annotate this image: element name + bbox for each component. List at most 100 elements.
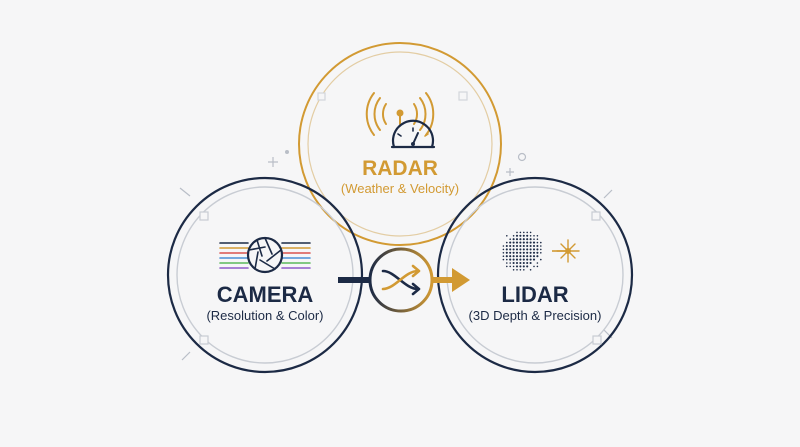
point-cloud-dot <box>526 231 528 234</box>
point-cloud-dot <box>515 234 519 237</box>
point-cloud-dot <box>522 258 525 261</box>
point-cloud-dot <box>502 255 505 257</box>
point-cloud-dot <box>509 248 512 251</box>
point-cloud-dot <box>522 261 525 265</box>
point-cloud-dot <box>512 248 515 251</box>
point-cloud-dot <box>502 245 505 247</box>
point-cloud-dot <box>512 261 515 265</box>
point-cloud-dot <box>515 241 519 244</box>
point-cloud-dot <box>502 248 505 251</box>
point-cloud-dot <box>532 251 536 254</box>
point-cloud-dot <box>519 269 522 271</box>
point-cloud-dot <box>526 258 529 261</box>
lidar-subtitle: (3D Depth & Precision) <box>469 308 602 323</box>
point-cloud-dot <box>519 238 522 241</box>
point-cloud-dot <box>536 262 539 264</box>
point-cloud-dot <box>526 241 529 244</box>
shuffle-fusion-icon <box>381 264 421 296</box>
point-cloud-dot <box>526 251 529 254</box>
point-cloud-dot <box>529 238 532 241</box>
point-cloud-dot <box>526 265 529 268</box>
point-cloud-dot <box>532 244 536 248</box>
camera-node <box>166 176 364 374</box>
point-cloud-dot <box>529 251 532 254</box>
point-cloud-dot <box>509 251 512 254</box>
point-cloud-dot <box>512 269 515 271</box>
point-cloud-dot <box>522 265 525 268</box>
radar-speedometer-icon <box>365 92 436 149</box>
point-cloud-dot <box>532 248 536 251</box>
point-cloud-dot <box>509 262 512 264</box>
point-cloud-dot <box>519 255 522 258</box>
point-cloud-dot <box>506 265 508 268</box>
point-cloud-dot <box>522 255 525 258</box>
point-cloud-dot <box>526 238 529 241</box>
point-cloud-dot <box>512 265 515 268</box>
point-cloud-dot <box>536 238 539 240</box>
radar-subtitle: (Weather & Velocity) <box>341 181 459 196</box>
camera-title: CAMERA <box>217 282 314 307</box>
output-arrow-icon <box>452 268 470 292</box>
camera-ring-outer <box>166 176 364 374</box>
point-cloud-dot <box>519 258 522 261</box>
camera-subtitle: (Resolution & Color) <box>206 308 323 323</box>
point-cloud-dot <box>526 261 529 265</box>
point-cloud-dot <box>512 244 515 248</box>
point-cloud-dot <box>506 262 508 264</box>
point-cloud-dot <box>529 258 532 261</box>
point-cloud-dot <box>515 238 519 241</box>
point-cloud-dot <box>506 241 508 244</box>
point-cloud-dot <box>526 255 529 258</box>
lidar-ring-node <box>592 335 602 345</box>
point-cloud-dot <box>512 235 515 237</box>
point-cloud-dot <box>522 234 525 237</box>
point-cloud-dot <box>522 248 525 251</box>
point-cloud-dot <box>509 241 512 244</box>
point-cloud-dot <box>509 238 512 240</box>
camera-ring-inner <box>176 186 354 364</box>
point-cloud-dot <box>529 244 532 248</box>
point-cloud-dot <box>502 258 505 261</box>
point-cloud-dot <box>512 238 515 241</box>
point-cloud-dot <box>523 231 525 234</box>
point-cloud-dot <box>505 255 508 258</box>
point-cloud-dot <box>515 248 519 251</box>
camera-ring-node <box>199 335 209 345</box>
radar-ring-inner <box>307 51 493 237</box>
point-cloud-dot <box>506 258 508 261</box>
point-cloud-dot <box>529 261 532 265</box>
camera-ring-node <box>199 211 209 221</box>
point-cloud-dot <box>515 258 519 261</box>
point-cloud-dot <box>512 258 515 261</box>
point-cloud-dot <box>519 261 522 265</box>
radar-title: RADAR <box>362 157 438 180</box>
point-cloud-dot <box>529 255 532 258</box>
point-cloud-dot <box>505 251 508 254</box>
point-cloud-dot <box>519 251 522 254</box>
point-cloud-dot <box>529 231 532 234</box>
point-cloud-dot <box>502 252 505 254</box>
point-cloud-dot <box>529 248 532 251</box>
radar-ring-outer <box>298 42 502 246</box>
point-cloud-dot <box>526 248 529 251</box>
point-cloud-dot <box>515 261 519 265</box>
point-cloud-dot <box>540 245 542 247</box>
point-cloud-dot <box>536 255 539 258</box>
radar-ring-node <box>458 91 468 101</box>
lidar-ring-node <box>591 211 601 221</box>
point-cloud-dot <box>512 241 515 244</box>
point-cloud-dot <box>532 241 536 244</box>
lidar-title: LIDAR <box>501 282 568 307</box>
point-cloud-dot <box>526 244 529 248</box>
point-cloud-dot <box>529 241 532 244</box>
point-cloud-dot <box>536 244 539 248</box>
camera-input-bar <box>338 277 370 283</box>
point-cloud-dot <box>540 252 542 254</box>
point-cloud-dot <box>532 258 536 261</box>
point-cloud-dot <box>540 248 542 251</box>
radar-node <box>298 42 502 246</box>
point-cloud-dot <box>519 231 522 234</box>
point-cloud-dot <box>529 269 532 271</box>
